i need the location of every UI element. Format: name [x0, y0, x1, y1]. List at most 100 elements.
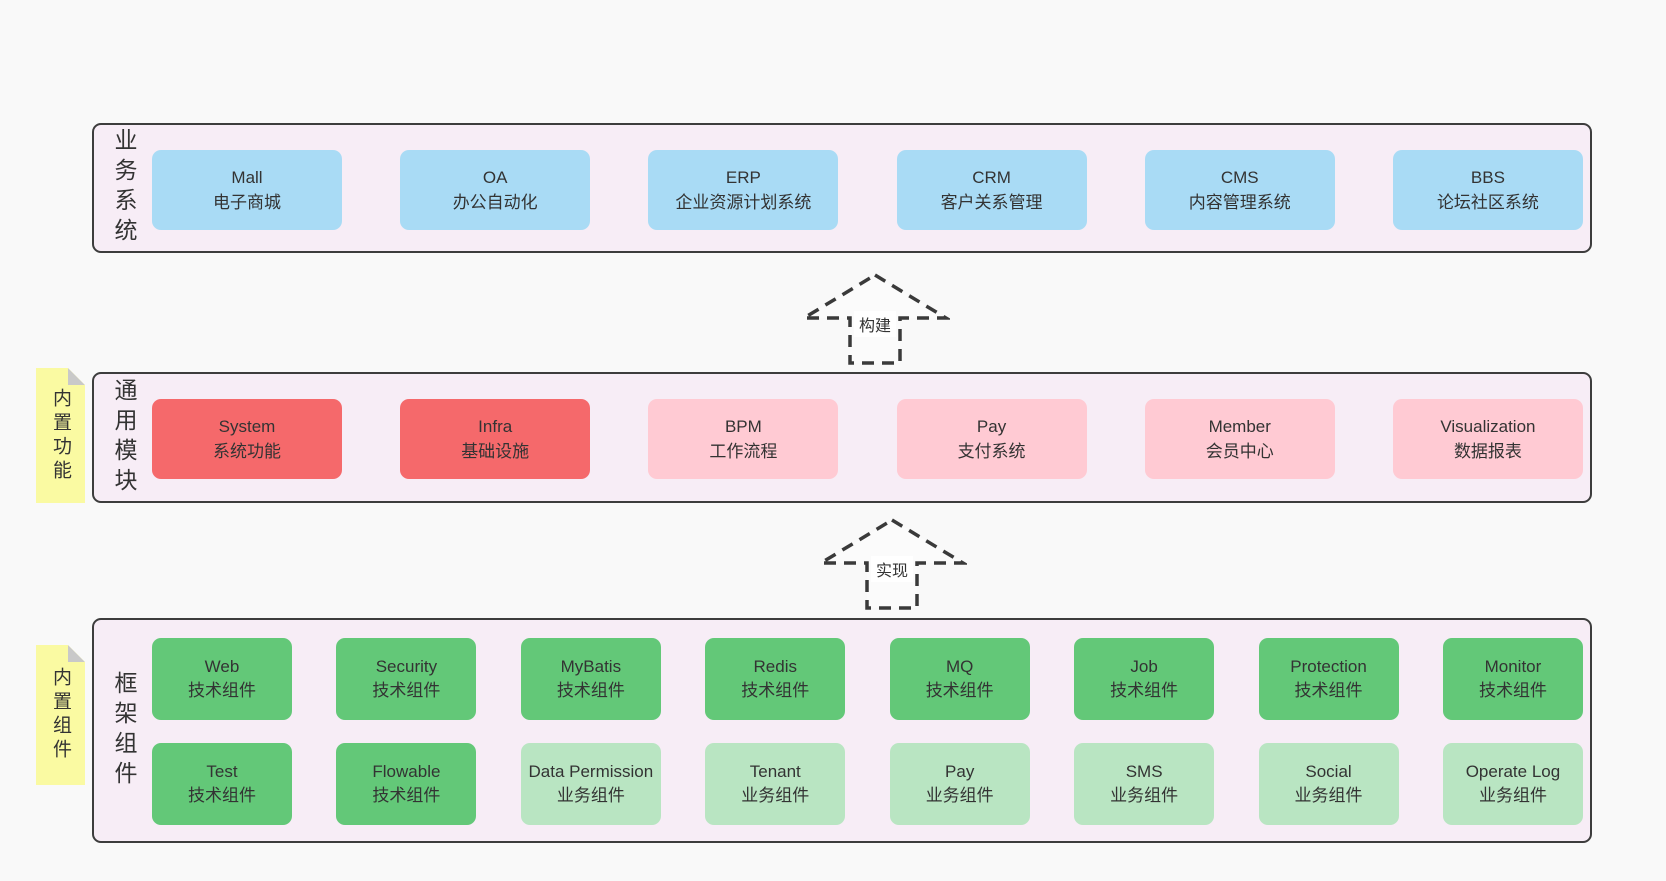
- box-subtitle: 基础设施: [461, 442, 530, 461]
- box-title: Web: [204, 657, 240, 677]
- box-subtitle: 工作流程: [709, 442, 778, 461]
- box-title: MyBatis: [560, 657, 622, 677]
- box-title: MQ: [945, 657, 974, 677]
- box-subtitle: 技术组件: [372, 786, 441, 805]
- builtin-components-note: 内置组件: [36, 645, 85, 785]
- box-title: Social: [1305, 762, 1352, 782]
- build-arrow: 构建: [800, 271, 950, 367]
- box-subtitle: 系统功能: [213, 442, 281, 461]
- module-box-data-permission: Data Permission 业务组件: [520, 743, 661, 825]
- box-title: Protection: [1290, 657, 1367, 677]
- module-box-crm: CRM 客户关系管理: [896, 150, 1087, 230]
- module-box-cms: CMS 内容管理系统: [1144, 150, 1335, 230]
- box-title: Operate Log: [1465, 762, 1561, 782]
- box-title: System: [218, 416, 276, 436]
- module-box-system: System 系统功能: [152, 399, 342, 479]
- box-subtitle: 业务组件: [741, 786, 810, 805]
- box-subtitle: 技术组件: [1478, 681, 1547, 700]
- box-title: Pay: [976, 416, 1007, 436]
- module-box-member: Member 会员中心: [1144, 399, 1335, 479]
- box-subtitle: 业务组件: [925, 786, 994, 805]
- box-title: Data Permission: [528, 762, 654, 782]
- note-fold-corner-icon: [68, 645, 85, 662]
- build-arrow-label: 构建: [853, 311, 897, 337]
- box-title: Tenant: [749, 762, 801, 782]
- box-subtitle: 会员中心: [1205, 442, 1274, 461]
- module-box-social: Social 业务组件: [1258, 743, 1399, 825]
- builtin-features-note: 内置功能: [36, 368, 85, 503]
- box-title: Member: [1208, 416, 1271, 436]
- box-subtitle: 企业资源计划系统: [675, 193, 812, 212]
- box-subtitle: 业务组件: [1478, 786, 1547, 805]
- box-subtitle: 技术组件: [1294, 681, 1363, 700]
- box-subtitle: 技术组件: [925, 681, 994, 700]
- module-box-pay: Pay 业务组件: [889, 743, 1030, 825]
- box-subtitle: 技术组件: [556, 681, 625, 700]
- box-title: BPM: [724, 416, 762, 436]
- module-box-mybatis: MyBatis 技术组件: [520, 638, 661, 720]
- box-subtitle: 技术组件: [188, 681, 256, 700]
- box-title: Visualization: [1440, 416, 1536, 436]
- layer-common-modules: 通用模块 System 系统功能 Infra 基础设施 BPM 工作流程 Pay 支付系统 Me…: [92, 372, 1592, 503]
- box-title: OA: [482, 167, 508, 187]
- implement-arrow: 实现: [817, 516, 967, 612]
- box-title: Monitor: [1484, 657, 1542, 677]
- box-subtitle: 论坛社区系统: [1436, 193, 1539, 212]
- box-subtitle: 技术组件: [1110, 681, 1179, 700]
- box-title: Mall: [231, 167, 263, 187]
- module-box-test: Test 技术组件: [152, 743, 292, 825]
- box-subtitle: 业务组件: [1294, 786, 1363, 805]
- box-subtitle: 支付系统: [957, 442, 1026, 461]
- layer-framework-components: 框架组件 Web 技术组件 Security 技术组件 MyBatis 技术组件 Redis…: [92, 618, 1592, 843]
- box-title: Redis: [753, 657, 797, 677]
- module-box-operate-log: Operate Log 业务组件: [1442, 743, 1583, 825]
- module-box-tenant: Tenant 业务组件: [705, 743, 846, 825]
- module-box-web: Web 技术组件: [152, 638, 292, 720]
- module-box-flowable: Flowable 技术组件: [336, 743, 477, 825]
- layer-business-label: 业务系统: [111, 128, 137, 248]
- layer-components-label: 框架组件: [111, 670, 137, 791]
- module-box-bpm: BPM 工作流程: [648, 399, 839, 479]
- box-title: Pay: [945, 762, 975, 782]
- builtin-features-note-text: 内置功能: [50, 387, 71, 484]
- box-subtitle: 技术组件: [188, 786, 256, 805]
- module-box-mq: MQ 技术组件: [889, 638, 1030, 720]
- box-title: BBS: [1470, 167, 1505, 187]
- module-box-infra: Infra 基础设施: [400, 399, 591, 479]
- module-box-job: Job 技术组件: [1074, 638, 1215, 720]
- box-title: Security: [375, 657, 438, 677]
- note-fold-corner-icon: [68, 368, 85, 385]
- modules-box-row: System 系统功能 Infra 基础设施 BPM 工作流程 Pay 支付系统 Member 会…: [152, 399, 1583, 479]
- box-subtitle: 业务组件: [556, 786, 625, 805]
- box-subtitle: 数据报表: [1453, 442, 1522, 461]
- box-title: CMS: [1220, 167, 1259, 187]
- module-box-visualization: Visualization 数据报表: [1392, 399, 1583, 479]
- box-title: Infra: [478, 416, 513, 436]
- box-subtitle: 内容管理系统: [1188, 193, 1291, 212]
- box-title: Flowable: [372, 762, 441, 782]
- builtin-components-note-text: 内置组件: [50, 667, 71, 763]
- layer-modules-label: 通用模块: [111, 377, 137, 498]
- module-box-bbs: BBS 论坛社区系统: [1392, 150, 1583, 230]
- box-subtitle: 技术组件: [372, 681, 441, 700]
- module-box-security: Security 技术组件: [336, 638, 477, 720]
- box-title: SMS: [1125, 762, 1163, 782]
- box-subtitle: 客户关系管理: [940, 193, 1043, 212]
- module-box-pay: Pay 支付系统: [896, 399, 1087, 479]
- box-title: Job: [1130, 657, 1158, 677]
- box-subtitle: 业务组件: [1110, 786, 1179, 805]
- module-box-monitor: Monitor 技术组件: [1442, 638, 1583, 720]
- box-title: Test: [206, 762, 238, 782]
- box-title: CRM: [972, 167, 1011, 187]
- module-box-sms: SMS 业务组件: [1074, 743, 1215, 825]
- module-box-protection: Protection 技术组件: [1258, 638, 1399, 720]
